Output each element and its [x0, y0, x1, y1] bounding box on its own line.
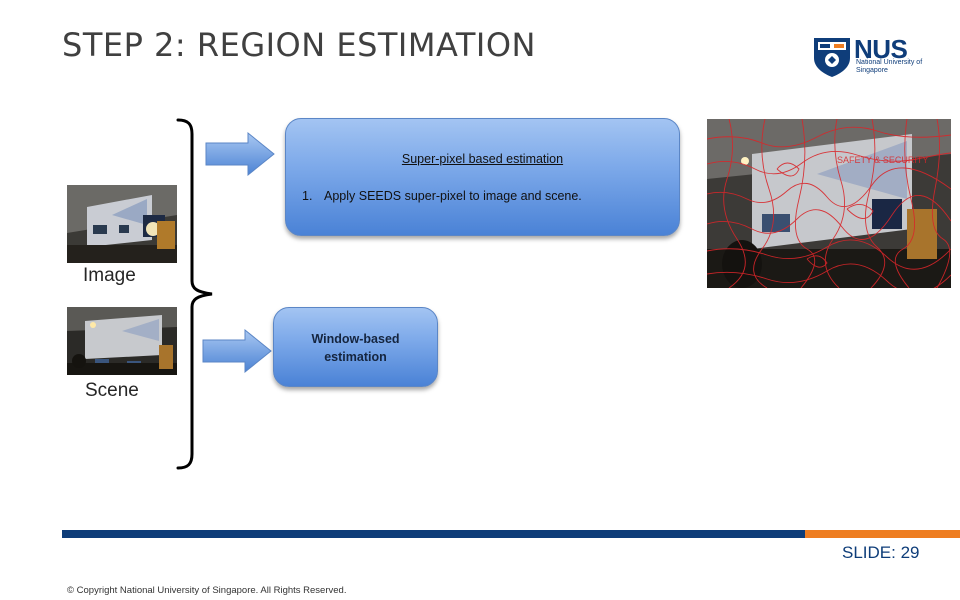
image-label: Image: [83, 265, 136, 286]
nus-crest-icon: [814, 38, 850, 77]
super-pixel-heading: Super-pixel based estimation: [401, 152, 564, 166]
svg-text:SAFETY & SECURITY: SAFETY & SECURITY: [837, 155, 928, 165]
input-scene-thumbnail: [67, 307, 177, 375]
super-pixel-estimation-box: Super-pixel based estimation 1. Apply SEE…: [285, 118, 680, 236]
slide-title: STEP 2: REGION ESTIMATION: [62, 26, 536, 64]
window-based-estimation-box: Window-based estimation: [273, 307, 438, 387]
scene-label: Scene: [85, 380, 139, 401]
copyright-notice: © Copyright National University of Singa…: [67, 585, 347, 596]
super-pixel-step-1: 1. Apply SEEDS super-pixel to image and s…: [302, 189, 582, 203]
superpixel-result-image: SAFETY & SECURITY: [707, 119, 951, 288]
footer-bar-orange: [805, 530, 960, 538]
grouping-bracket: [176, 118, 213, 470]
arrow-right-icon: [202, 328, 272, 374]
nus-logo: NUS National University of Singapore: [812, 34, 932, 78]
step-text: Apply SEEDS super-pixel to image and sce…: [324, 189, 582, 203]
step-number: 1.: [302, 189, 313, 203]
footer-bar-blue: [62, 530, 805, 538]
window-based-heading: Window-based estimation: [311, 332, 400, 364]
arrow-right-icon: [205, 131, 275, 177]
logo-wordmark: NUS: [854, 34, 908, 64]
slide-number: SLIDE: 29: [842, 543, 920, 562]
input-image-thumbnail: [67, 185, 177, 263]
logo-subtitle: National University of Singapore: [856, 59, 923, 74]
